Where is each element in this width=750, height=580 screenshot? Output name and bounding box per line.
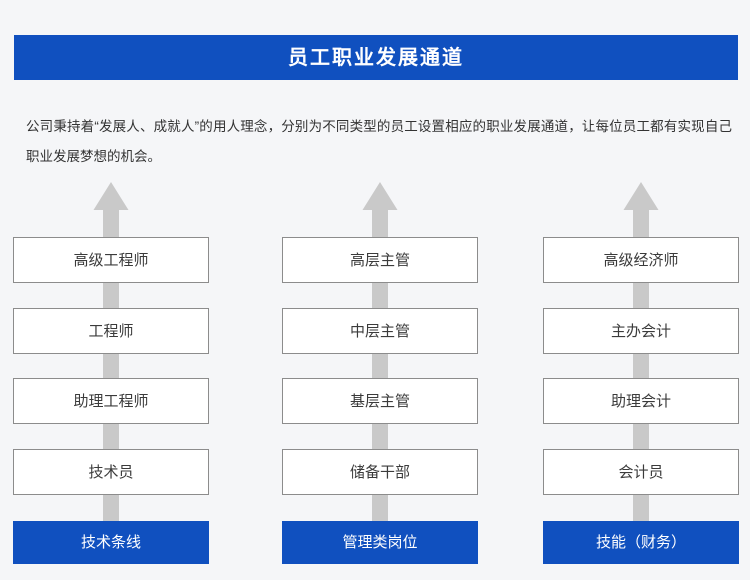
career-level-label: 主办会计 [610,322,671,340]
career-track-column-finance: 高级经济师 主办会计 助理会计 会计员 技能（财务） [543,0,739,580]
career-level-box[interactable]: 基层主管 [282,378,478,424]
career-level-label: 工程师 [88,322,134,340]
career-level-label: 高层主管 [349,251,410,269]
career-track-footer[interactable]: 技术条线 [13,521,209,564]
intro-paragraph: 公司秉持着“发展人、成就人”的用人理念，分别为不同类型的员工设置相应的职业发展通… [26,118,732,164]
career-level-box[interactable]: 高级经济师 [543,237,739,283]
career-track-column-management: 高层主管 中层主管 基层主管 储备干部 管理类岗位 [282,0,478,580]
career-level-box[interactable]: 储备干部 [282,449,478,495]
career-level-box[interactable]: 主办会计 [543,308,739,354]
career-level-box[interactable]: 高级工程师 [13,237,209,283]
career-level-label: 技术员 [88,463,134,481]
career-track-label: 管理类岗位 [342,534,418,551]
career-level-label: 高级经济师 [603,251,679,269]
career-level-label: 基层主管 [349,392,410,410]
career-level-label: 高级工程师 [73,251,149,269]
career-track-label: 技术条线 [80,534,141,551]
career-level-box[interactable]: 助理工程师 [13,378,209,424]
career-level-box[interactable]: 会计员 [543,449,739,495]
career-track-footer[interactable]: 技能（财务） [543,521,739,564]
page-header-banner: 员工职业发展通道 [14,35,738,80]
career-level-label: 助理会计 [610,392,671,410]
career-level-label: 储备干部 [349,463,410,481]
career-track-label: 技能（财务） [595,534,686,551]
career-level-label: 会计员 [618,463,664,481]
career-track-column-technical: 高级工程师 工程师 助理工程师 技术员 技术条线 [13,0,209,580]
career-level-label: 助理工程师 [73,392,149,410]
page-title: 员工职业发展通道 [288,46,464,69]
career-level-box[interactable]: 高层主管 [282,237,478,283]
career-level-box[interactable]: 助理会计 [543,378,739,424]
career-level-box[interactable]: 技术员 [13,449,209,495]
career-level-label: 中层主管 [349,322,410,340]
career-level-box[interactable]: 工程师 [13,308,209,354]
career-level-box[interactable]: 中层主管 [282,308,478,354]
career-track-footer[interactable]: 管理类岗位 [282,521,478,564]
